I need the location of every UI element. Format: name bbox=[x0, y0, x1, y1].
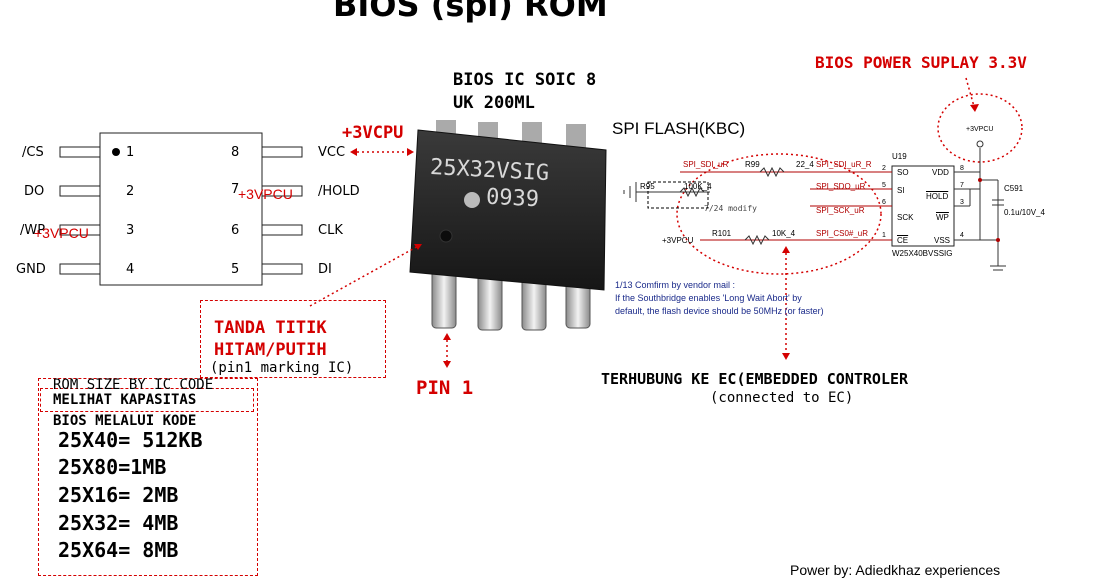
marker-title-line1: TANDA TITIK bbox=[214, 318, 327, 338]
ic-pin-num: 5 bbox=[882, 182, 886, 189]
rom-capacity: 2MB bbox=[142, 483, 179, 507]
ic-pin-num: 4 bbox=[960, 232, 964, 239]
ic-pin-ce: CE bbox=[897, 236, 909, 245]
pin-label-clk: CLK bbox=[318, 223, 343, 238]
pin1-dot-icon bbox=[112, 148, 120, 156]
pin-label-cs: /CS bbox=[22, 145, 44, 160]
rom-capacity: 1MB bbox=[130, 455, 167, 479]
net-label: SPI_SCK_uR bbox=[816, 206, 865, 215]
net-label: 22_4 bbox=[796, 160, 814, 169]
r101-value: 10K_4 bbox=[772, 229, 796, 238]
marker-subtitle: (pin1 marking IC) bbox=[210, 360, 354, 376]
marker-title-line2: HITAM/PUTIH bbox=[214, 340, 327, 360]
vendor-note-line3: default, the flash device should be 50MH… bbox=[615, 306, 824, 316]
ec-connection-label: TERHUBUNG KE EC(EMBEDDED CONTROLER bbox=[601, 370, 909, 388]
list-item: 25X32= 4MB bbox=[58, 511, 178, 535]
pin-label-gnd: GND bbox=[16, 262, 46, 277]
list-item: 25X16= 2MB bbox=[58, 483, 178, 507]
power-supply-label: BIOS POWER SUPLAY 3.3V bbox=[815, 53, 1027, 72]
pin-number-4: 4 bbox=[126, 262, 135, 277]
vcc-callout-label: +3VCPU bbox=[342, 123, 404, 143]
list-item: 25X64= 8MB bbox=[58, 538, 178, 562]
ic-pin-wp: WP bbox=[936, 213, 949, 222]
schematic-title: SPI FLASH(KBC) bbox=[612, 119, 746, 138]
net-label: SPI_SDO_uR bbox=[816, 182, 866, 191]
ic-pin-si: SI bbox=[897, 186, 905, 195]
net-label: SPI_CS0#_uR bbox=[816, 229, 869, 238]
chip-logo-icon bbox=[464, 192, 480, 208]
pin-number-3: 3 bbox=[126, 223, 135, 238]
vendor-note-line1: 1/13 Comfirm by vendor mail : bbox=[615, 280, 736, 290]
rom-heading-line2: MELIHAT KAPASITAS bbox=[53, 392, 197, 408]
r101-label: R101 bbox=[712, 229, 732, 238]
r99-label: R99 bbox=[745, 160, 760, 169]
chip-package bbox=[409, 129, 607, 291]
list-item: 25X80=1MB bbox=[58, 455, 166, 479]
schematic-ic-part: W25X40BVSSIG bbox=[892, 249, 953, 258]
pin-number-8: 8 bbox=[231, 145, 240, 160]
pin-number-2: 2 bbox=[126, 184, 135, 199]
pin-label-do: DO bbox=[24, 184, 45, 199]
rom-heading-line3: BIOS MELALUI KODE bbox=[53, 413, 197, 429]
ic-pin-num: 3 bbox=[960, 199, 964, 206]
pin-label-wp: /WP bbox=[20, 223, 46, 238]
pin-label-hold: /HOLD bbox=[318, 184, 360, 199]
pin1-label: PIN 1 bbox=[416, 377, 474, 399]
net-label: SPI_SDI_uR bbox=[683, 160, 729, 169]
rom-capacity: 8MB bbox=[142, 538, 179, 562]
rom-capacity: 512KB bbox=[142, 428, 203, 452]
ic-pin-vdd: VDD bbox=[932, 168, 949, 177]
vpcu-top-label: +3VPCU bbox=[966, 126, 994, 133]
schematic-ic-ref: U19 bbox=[892, 152, 907, 161]
cap-value-label: 0.1u/10V_4 bbox=[1004, 208, 1045, 217]
rom-heading-line1: ROM SIZE BY IC CODE bbox=[53, 377, 214, 393]
vpcu-left-label: +3VPCU bbox=[662, 236, 694, 245]
ic-pin-num: 2 bbox=[882, 165, 886, 172]
pin-number-7: 7 bbox=[231, 182, 240, 197]
ic-pin-num: 7 bbox=[960, 182, 964, 189]
rom-code: 25X16= bbox=[58, 483, 131, 507]
pin-number-1: 1 bbox=[126, 145, 135, 160]
footer-credit: Power by: Adiedkhaz experiences bbox=[790, 562, 1001, 578]
cap-ref-label: C591 bbox=[1004, 184, 1024, 193]
chip-pin1-marker-icon bbox=[439, 229, 453, 243]
page-title: BIOS (spi) ROM bbox=[333, 0, 608, 24]
ic-pin-num: 1 bbox=[882, 232, 886, 239]
r95-label: R95 bbox=[640, 182, 655, 191]
rom-code: 25X40= bbox=[58, 428, 131, 452]
marker-annotation-box bbox=[200, 300, 386, 378]
vpcu-overlay-pin3: +3VPCU bbox=[34, 225, 89, 241]
rom-code: 25X80= bbox=[58, 455, 131, 479]
chip-caption-line2: UK 200ML bbox=[453, 93, 535, 113]
pin-label-vcc: VCC bbox=[318, 145, 346, 160]
chip-caption-line1: BIOS IC SOIC 8 bbox=[453, 70, 597, 90]
list-item: 25X40= 512KB bbox=[58, 428, 203, 452]
r95-value: 100K_4 bbox=[684, 182, 712, 191]
rom-heading-box bbox=[40, 388, 254, 412]
pin-number-5: 5 bbox=[231, 262, 240, 277]
ic-pin-hold: HOLD bbox=[926, 192, 949, 201]
modify-note: 7/24 modify bbox=[704, 204, 757, 213]
rom-code: 25X32= bbox=[58, 511, 131, 535]
pin-number-6: 6 bbox=[231, 223, 240, 238]
rom-capacity: 4MB bbox=[142, 511, 179, 535]
ic-pin-num: 6 bbox=[882, 199, 886, 206]
pin-label-di: DI bbox=[318, 262, 332, 277]
vpcu-overlay-pin7: +3VPCU bbox=[238, 186, 293, 202]
rom-code: 25X64= bbox=[58, 538, 131, 562]
net-label: SPI_SDI_uR_R bbox=[816, 160, 872, 169]
ec-connection-sublabel: (connected to EC) bbox=[710, 390, 854, 406]
vendor-note-line2: If the Southbridge enables 'Long Wait Ab… bbox=[615, 293, 802, 303]
ic-pin-sck: SCK bbox=[897, 213, 914, 222]
ic-pin-num: 8 bbox=[960, 165, 964, 172]
ic-pin-so: SO bbox=[897, 168, 909, 177]
ic-pin-vss: VSS bbox=[934, 236, 951, 245]
